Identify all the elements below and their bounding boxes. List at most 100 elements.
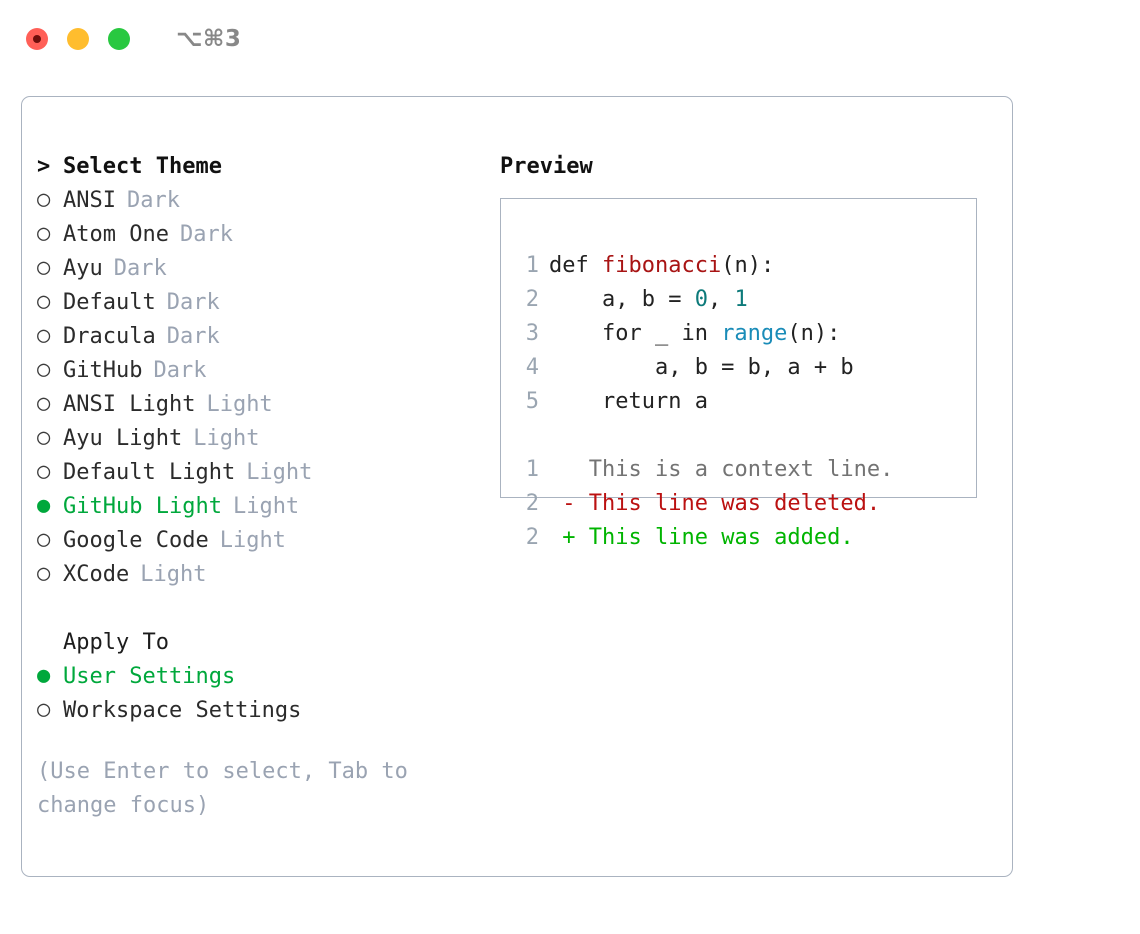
apply-to-heading-label: Apply To [63, 629, 169, 655]
theme-list-item[interactable]: ○ GitHub Dark [37, 353, 497, 387]
theme-list-item[interactable]: ○ Ayu Light Light [37, 421, 497, 455]
apply-to-option-label: Workspace Settings [63, 697, 302, 723]
spacer [37, 727, 497, 751]
theme-variant-label: Light [219, 527, 286, 553]
select-theme-heading-label: Select Theme [63, 153, 222, 179]
spacer-icon: ○ [37, 631, 63, 653]
traffic-lights [26, 28, 130, 50]
window-shortcut-label: ⌥⌘3 [176, 26, 242, 52]
apply-to-option-label: User Settings [63, 663, 236, 689]
theme-variant-label: Light [140, 561, 207, 587]
radio-unselected-icon: ○ [37, 323, 51, 348]
code-token: 1 [734, 287, 748, 312]
theme-variant-label: Dark [166, 289, 220, 315]
line-number: 2 [525, 287, 539, 312]
preview-title: Preview [500, 153, 593, 179]
theme-list-item[interactable]: ○ ANSI Dark [37, 183, 497, 217]
theme-variant-label: Light [246, 459, 313, 485]
select-theme-heading: >Select Theme [37, 149, 497, 183]
code-token: a, b = [549, 287, 695, 312]
diff-line: 2 + This line was added. [513, 521, 893, 555]
diff-marker: - [549, 491, 589, 516]
theme-name-label: ANSI [63, 187, 116, 213]
maximize-window-button[interactable] [108, 28, 130, 50]
radio-unselected-icon: ○ [37, 357, 51, 382]
theme-name-label: Dracula [63, 323, 156, 349]
theme-name-label: Ayu Light [63, 425, 183, 451]
theme-variant-label: Light [232, 493, 300, 519]
close-window-button[interactable] [26, 28, 48, 50]
theme-list-item[interactable]: ● GitHub Light Light [37, 489, 497, 523]
diff-text: This line was deleted. [588, 491, 881, 516]
radio-unselected-icon: ○ [37, 527, 51, 552]
code-token: def [549, 253, 602, 278]
line-number: 5 [525, 389, 539, 414]
theme-name-label: XCode [63, 561, 130, 587]
diff-marker: + [549, 525, 589, 550]
code-line: 2 a, b = 0, 1 [513, 283, 893, 317]
code-line: 4 a, b = b, a + b [513, 351, 893, 385]
radio-unselected-icon: ○ [37, 697, 51, 722]
code-token: range [721, 321, 788, 346]
radio-unselected-icon: ○ [37, 561, 51, 586]
radio-unselected-icon: ○ [37, 425, 51, 450]
theme-name-label: Default [63, 289, 156, 315]
code-token: 0 [694, 287, 708, 312]
code-token: return a [549, 389, 708, 414]
code-token: (n): [721, 253, 775, 278]
code-line: 3 for _ in range(n): [513, 317, 893, 351]
radio-selected-icon: ● [37, 493, 51, 518]
theme-variant-label: Dark [113, 255, 167, 281]
apply-to-option[interactable]: ○ Workspace Settings [37, 693, 497, 727]
theme-name-label: Ayu [63, 255, 103, 281]
theme-name-label: GitHub Light [63, 493, 222, 519]
code-token: (n): [787, 321, 841, 346]
line-number: 3 [525, 321, 539, 346]
radio-unselected-icon: ○ [37, 221, 51, 246]
line-number: 1 [525, 253, 539, 278]
line-number: 2 [525, 525, 539, 550]
theme-variant-label: Dark [153, 357, 207, 383]
theme-list-item[interactable]: ○ XCode Light [37, 557, 497, 591]
theme-variant-label: Dark [179, 221, 233, 247]
theme-name-label: ANSI Light [63, 391, 196, 417]
radio-unselected-icon: ○ [37, 187, 51, 212]
title-bar: ⌥⌘3 [0, 0, 1140, 78]
code-blank-line [513, 419, 893, 453]
spacer [37, 591, 497, 625]
theme-list-item[interactable]: ○ Dracula Dark [37, 319, 497, 353]
code-token: a, b = b, a + b [549, 355, 854, 380]
theme-name-label: Atom One [63, 221, 169, 247]
theme-name-label: GitHub [63, 357, 143, 383]
diff-text: This line was added. [588, 525, 854, 550]
theme-name-label: Default Light [63, 459, 236, 485]
diff-line: 2 - This line was deleted. [513, 487, 893, 521]
radio-unselected-icon: ○ [37, 255, 51, 280]
theme-variant-label: Light [206, 391, 273, 417]
theme-variant-label: Light [193, 425, 260, 451]
line-number: 1 [525, 457, 539, 482]
theme-list-item[interactable]: ○ Ayu Dark [37, 251, 497, 285]
apply-to-option[interactable]: ●User Settings [37, 659, 497, 693]
line-number: 4 [525, 355, 539, 380]
minimize-window-button[interactable] [67, 28, 89, 50]
theme-list-item[interactable]: ○ Atom One Dark [37, 217, 497, 251]
radio-unselected-icon: ○ [37, 459, 51, 484]
theme-list-item[interactable]: ○ Default Light Light [37, 455, 497, 489]
code-token: , [707, 287, 735, 312]
keyboard-hint-text: (Use Enter to select, Tab to change focu… [37, 759, 408, 818]
code-line: 5 return a [513, 385, 893, 419]
apply-to-options: ●User Settings ○ Workspace Settings [37, 659, 497, 727]
code-token: for _ in [549, 321, 722, 346]
theme-variant-label: Dark [126, 187, 180, 213]
theme-variant-label: Dark [166, 323, 220, 349]
